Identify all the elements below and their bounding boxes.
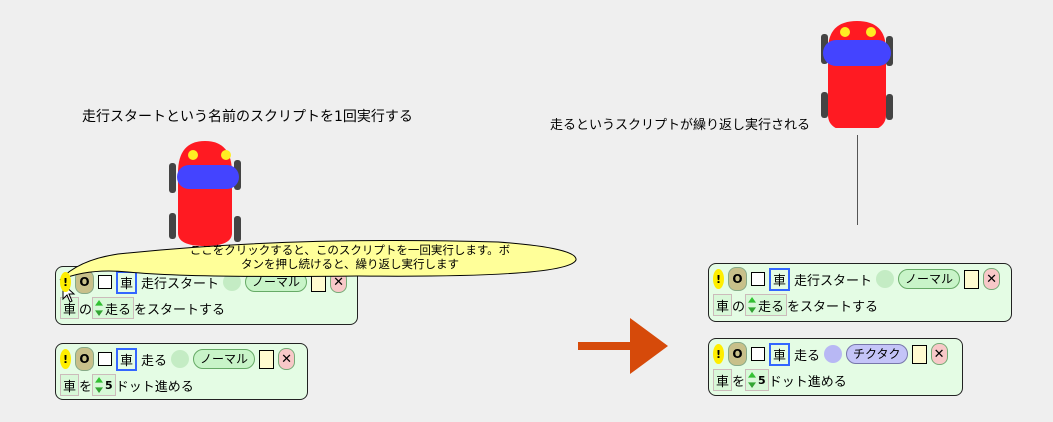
checkbox[interactable] — [98, 352, 112, 366]
script-name[interactable]: 走行スタート — [141, 276, 220, 292]
status-button[interactable]: チクタク — [846, 344, 908, 364]
close-button[interactable]: ✕ — [983, 268, 1001, 290]
script-editor-run-after[interactable]: ! O 車 走る チクタク ✕ 車 を 5 ドット進める — [708, 338, 963, 396]
trail-line — [857, 135, 858, 225]
tooltip-line1: ここをクリックすると、このスクリプトを一回実行します。ボ — [189, 243, 511, 257]
status-button[interactable]: ノーマル — [898, 269, 961, 289]
script-name[interactable]: 走る — [141, 353, 168, 369]
tile-text: の — [79, 302, 93, 318]
menu-icon[interactable] — [964, 269, 980, 289]
up-down-arrows-icon[interactable] — [95, 300, 104, 316]
amount-value[interactable]: 5 — [105, 378, 113, 392]
run-once-button[interactable]: ! — [713, 344, 724, 364]
status-button[interactable]: ノーマル — [193, 349, 256, 369]
script-name[interactable]: 走る — [794, 348, 821, 364]
script-editor-run-start-after[interactable]: ! O 車 走行スタート ノーマル ✕ 車 の 走る をスタートする — [708, 263, 1012, 322]
clock-icon[interactable] — [876, 270, 895, 288]
tooltip-line2: タンを押し続けると、繰り返し実行します — [240, 257, 460, 271]
script-selector[interactable]: 走る — [745, 294, 788, 316]
object-tile[interactable]: 車 — [116, 347, 138, 371]
run-once-button[interactable]: ! — [60, 272, 71, 292]
command-text: ドット進める — [115, 379, 194, 395]
amount-stepper[interactable]: 5 — [92, 374, 116, 396]
tile-text: を — [79, 379, 93, 395]
checkbox[interactable] — [751, 272, 765, 286]
clock-icon[interactable] — [824, 345, 843, 363]
tooltip-text: ここをクリックすると、このスクリプトを一回実行します。ボ タンを押し続けると、繰… — [130, 243, 570, 271]
object-tile[interactable]: 車 — [60, 374, 80, 396]
script-value: 走る — [105, 302, 132, 318]
object-tile[interactable]: 車 — [769, 267, 791, 291]
object-tile[interactable]: 車 — [116, 270, 138, 294]
amount-stepper[interactable]: 5 — [745, 369, 769, 391]
tick-button[interactable]: O — [728, 267, 747, 291]
up-down-arrows-icon[interactable] — [748, 372, 757, 388]
caption-left: 走行スタートという名前のスクリプトを1回実行する — [82, 109, 413, 125]
command-text: をスタートする — [134, 302, 226, 318]
script-selector[interactable]: 走る — [92, 297, 135, 319]
car-sprite-left[interactable] — [166, 138, 244, 246]
up-down-arrows-icon[interactable] — [748, 297, 757, 313]
tooltip-balloon — [59, 240, 577, 281]
object-tile[interactable]: 車 — [713, 294, 733, 316]
object-tile[interactable]: 車 — [713, 369, 733, 391]
clock-icon[interactable] — [171, 350, 190, 368]
clock-icon[interactable] — [223, 273, 242, 291]
script-name[interactable]: 走行スタート — [794, 273, 873, 289]
checkbox[interactable] — [751, 347, 765, 361]
tile-text: を — [732, 374, 746, 390]
menu-icon[interactable] — [911, 344, 927, 364]
run-once-button[interactable]: ! — [713, 269, 724, 289]
script-editor-run[interactable]: ! O 車 走る ノーマル ✕ 車 を 5 ドット進める — [55, 343, 308, 400]
command-text: ドット進める — [768, 374, 847, 390]
tick-button[interactable]: O — [75, 347, 94, 371]
close-button[interactable]: ✕ — [278, 348, 296, 370]
checkbox[interactable] — [98, 275, 112, 289]
run-once-button[interactable]: ! — [60, 349, 71, 369]
arrow-right-icon — [578, 318, 668, 374]
car-sprite-right[interactable] — [818, 20, 896, 128]
up-down-arrows-icon[interactable] — [95, 377, 104, 393]
menu-icon[interactable] — [259, 349, 275, 369]
command-text: をスタートする — [787, 299, 879, 315]
close-button[interactable]: ✕ — [930, 343, 948, 365]
caption-right: 走るというスクリプトが繰り返し実行される — [550, 118, 811, 133]
tick-button[interactable]: O — [728, 342, 747, 366]
tile-text: の — [732, 299, 746, 315]
script-value: 走る — [758, 299, 785, 315]
amount-value[interactable]: 5 — [758, 373, 766, 387]
status-button[interactable]: ノーマル — [245, 272, 308, 292]
object-tile[interactable]: 車 — [769, 342, 791, 366]
